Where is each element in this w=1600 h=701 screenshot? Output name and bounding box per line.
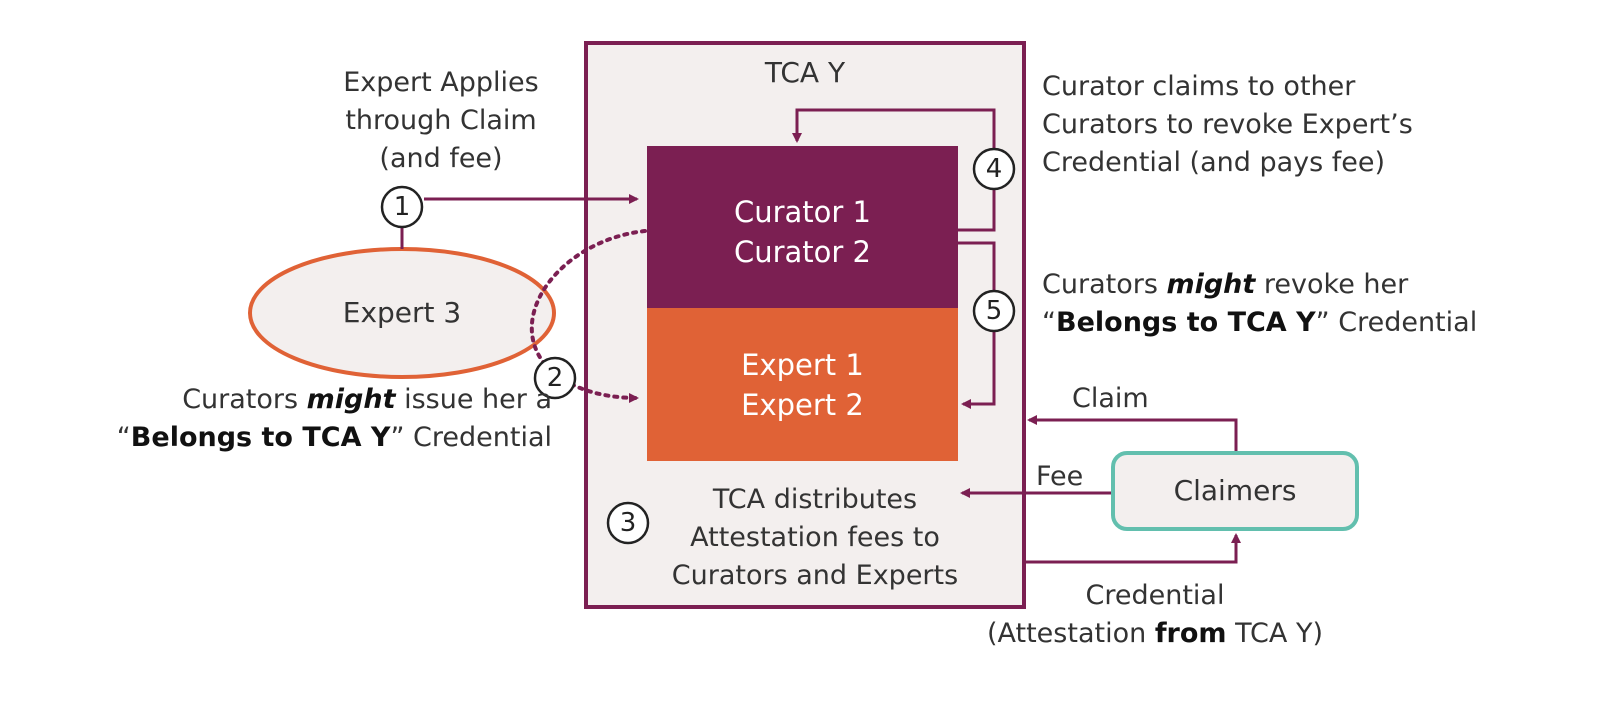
step2-number: 2 xyxy=(546,363,564,393)
step3-number: 3 xyxy=(619,508,637,538)
curator-2: Curator 2 xyxy=(733,235,872,269)
curator-1: Curator 1 xyxy=(733,195,872,229)
step5-number: 5 xyxy=(985,296,1003,326)
step3-circle xyxy=(606,501,650,545)
credential-note: Credential (Attestation from TCA Y) xyxy=(986,580,1323,649)
step1-circle xyxy=(380,185,424,229)
fee-label: Fee xyxy=(1036,461,1084,492)
revoke-note: Curators might revoke her “Belongs to TC… xyxy=(1042,269,1478,338)
distribution-note: TCA distributes Attestation fees to Cura… xyxy=(671,484,959,591)
step2-circle xyxy=(533,356,577,400)
claimers-label: Claimers xyxy=(1173,474,1297,507)
issue-note: Curators might issue her a “Belongs to T… xyxy=(116,384,552,453)
apply-note: Expert Applies through Claim (and fee) xyxy=(343,67,539,174)
arrow-curator-claim-loop xyxy=(792,108,996,232)
arrow-credential xyxy=(1024,533,1241,564)
arrow-claim xyxy=(1027,415,1238,451)
experts-block xyxy=(647,308,958,461)
step5-circle xyxy=(972,289,1016,333)
arrow-issue-dotted xyxy=(529,229,647,403)
expert3-label: Expert 3 xyxy=(342,296,462,329)
expert-1: Expert 1 xyxy=(741,348,864,382)
step4-number: 4 xyxy=(985,154,1003,184)
revoke-claim-note: Curator claims to other Curators to revo… xyxy=(1042,71,1413,178)
tca-title: TCA Y xyxy=(764,56,846,89)
expert-2: Expert 2 xyxy=(741,388,864,422)
experts-list: Expert 1 Expert 2 xyxy=(647,345,958,425)
claimers-box xyxy=(1111,451,1359,531)
step1-number: 1 xyxy=(393,192,411,222)
curators-block xyxy=(647,146,958,308)
step4-circle xyxy=(972,147,1016,191)
curators-list: Curator 1 Curator 2 xyxy=(647,192,958,272)
claim-label: Claim xyxy=(1072,383,1149,414)
